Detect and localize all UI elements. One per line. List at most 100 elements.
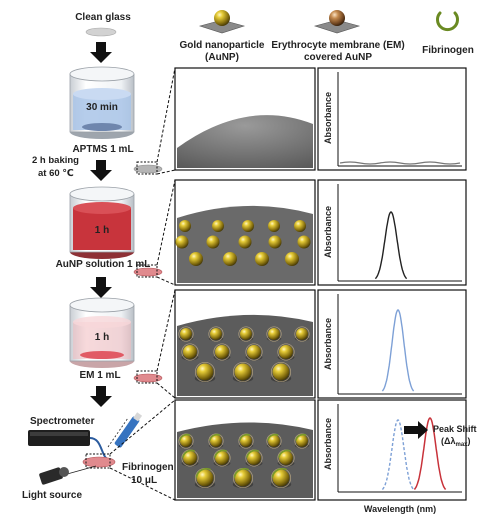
shifted-absorbance-peak [413,417,447,490]
nanoparticle [196,363,214,381]
nanoparticle [238,235,252,249]
legend-aunp-title: Gold nanoparticle [179,40,264,51]
membrane-shell [277,343,295,361]
spectrum-panel-fibrinogen: Absorbance Peak Shift (Δλmax) Wavelength… [317,399,477,514]
nanoparticle [212,220,224,232]
nanoparticle [175,235,189,249]
beaker-aunp: 1 h [69,186,135,259]
beaker-liquid [73,208,131,250]
zoom-panel-aunp [174,179,316,286]
nanoparticle [279,451,293,465]
fibrinogen-icon [209,433,221,441]
membrane-shell [232,361,254,383]
em-base-icon [313,19,361,34]
spectrum-panel-em: Absorbance [317,289,467,399]
peak-shift-symbol: (Δλmax) [441,436,471,448]
nanoparticle [272,363,290,381]
em-label: EM 1 mL [79,370,120,381]
aptms-label: APTMS 1 mL [72,144,133,155]
nanoparticle [268,235,282,249]
membrane-shell [194,361,216,383]
fibrinogen-drop-label: Fibrinogen [122,462,174,473]
legend-em-subtitle: covered AuNP [304,52,372,63]
membrane-shell [178,433,194,449]
light-beam [107,417,129,448]
membrane-shell [266,433,282,449]
aunp-base-icon [198,19,246,34]
beaker-time-label: 1 h [95,332,109,343]
zoom-connectors [109,67,176,501]
nanoparticle [296,328,308,340]
zoom-panel-glass [174,67,316,171]
nanoparticle [180,435,192,447]
nanoparticle [210,435,222,447]
nanoparticle [206,235,220,249]
arrow-down-icon [90,42,112,63]
y-axis-label: Absorbance [323,418,333,470]
zoom-box [136,264,158,278]
y-axis-label: Absorbance [323,92,333,144]
membrane-shell [294,433,310,449]
fibrinogen-icon [233,468,249,478]
gold-nanoparticle-icon [214,10,230,26]
zoom-panel-fibrinogen [174,399,316,501]
nanoparticle [268,220,280,232]
membrane-shell [245,343,263,361]
legend-em: Erythrocyte membrane (EM) covered AuNP [271,10,405,63]
light-source-icon [39,467,69,485]
sample-slide [82,456,116,468]
nanoparticle [255,252,269,266]
em-covered-aunp-icon [329,10,345,26]
legend-fibrinogen: Fibrinogen [422,11,474,56]
beaker-aptms: 30 min [69,66,135,139]
membrane-shell [270,361,292,383]
membrane-shell [266,326,282,342]
nanoparticle [240,435,252,447]
beaker-time-label: 1 h [95,225,109,236]
membrane-shell [181,343,199,361]
arrow-down-icon [90,277,112,298]
fibrinogen-icon [179,433,191,441]
legend-fibrinogen-label: Fibrinogen [422,45,474,56]
legend-em-title: Erythrocyte membrane (EM) [271,40,404,51]
fiber-probe-icon [114,412,143,448]
fibrinogen-icon [246,449,259,458]
membrane-shell [208,433,224,449]
nanoparticle [268,435,280,447]
spectrometer-label: Spectrometer [30,416,95,427]
clean-glass-slide [85,27,117,37]
spectrum-panel-glass: Absorbance [317,67,467,171]
nanoparticle [247,451,261,465]
membrane-shell [178,326,194,342]
nanoparticle [240,328,252,340]
fibrinogen-icon [271,468,287,478]
nanoparticle [294,220,306,232]
aunp-slide [133,267,163,277]
fibrinogen-volume-label: 10 μL [131,475,157,486]
nanoparticle [196,469,214,487]
y-axis-label: Absorbance [323,206,333,258]
nanoparticle [247,345,261,359]
nanoparticle [215,345,229,359]
baking-label-line2: at 60 ℃ [38,168,74,179]
fibrinogen-icon [195,468,211,478]
membrane-shell [213,343,231,361]
nanoparticle [242,220,254,232]
nanoparticle [234,363,252,381]
em-aunp-array [178,326,310,383]
zoom-box [136,370,158,384]
nanoparticle [180,328,192,340]
nanoparticle [215,451,229,465]
clean-glass-label: Clean glass [75,12,131,23]
nanoparticle [183,345,197,359]
nanoparticle [279,345,293,359]
fibrinogen-icon [239,433,251,441]
y-axis-label: Absorbance [323,318,333,370]
zoom-panel-em [174,289,316,399]
nanoparticle [223,252,237,266]
zoom-box [136,161,158,175]
fibrinogen-bound-array [178,433,310,489]
nanoparticle [210,328,222,340]
aunp-absorbance-peak [374,211,408,280]
